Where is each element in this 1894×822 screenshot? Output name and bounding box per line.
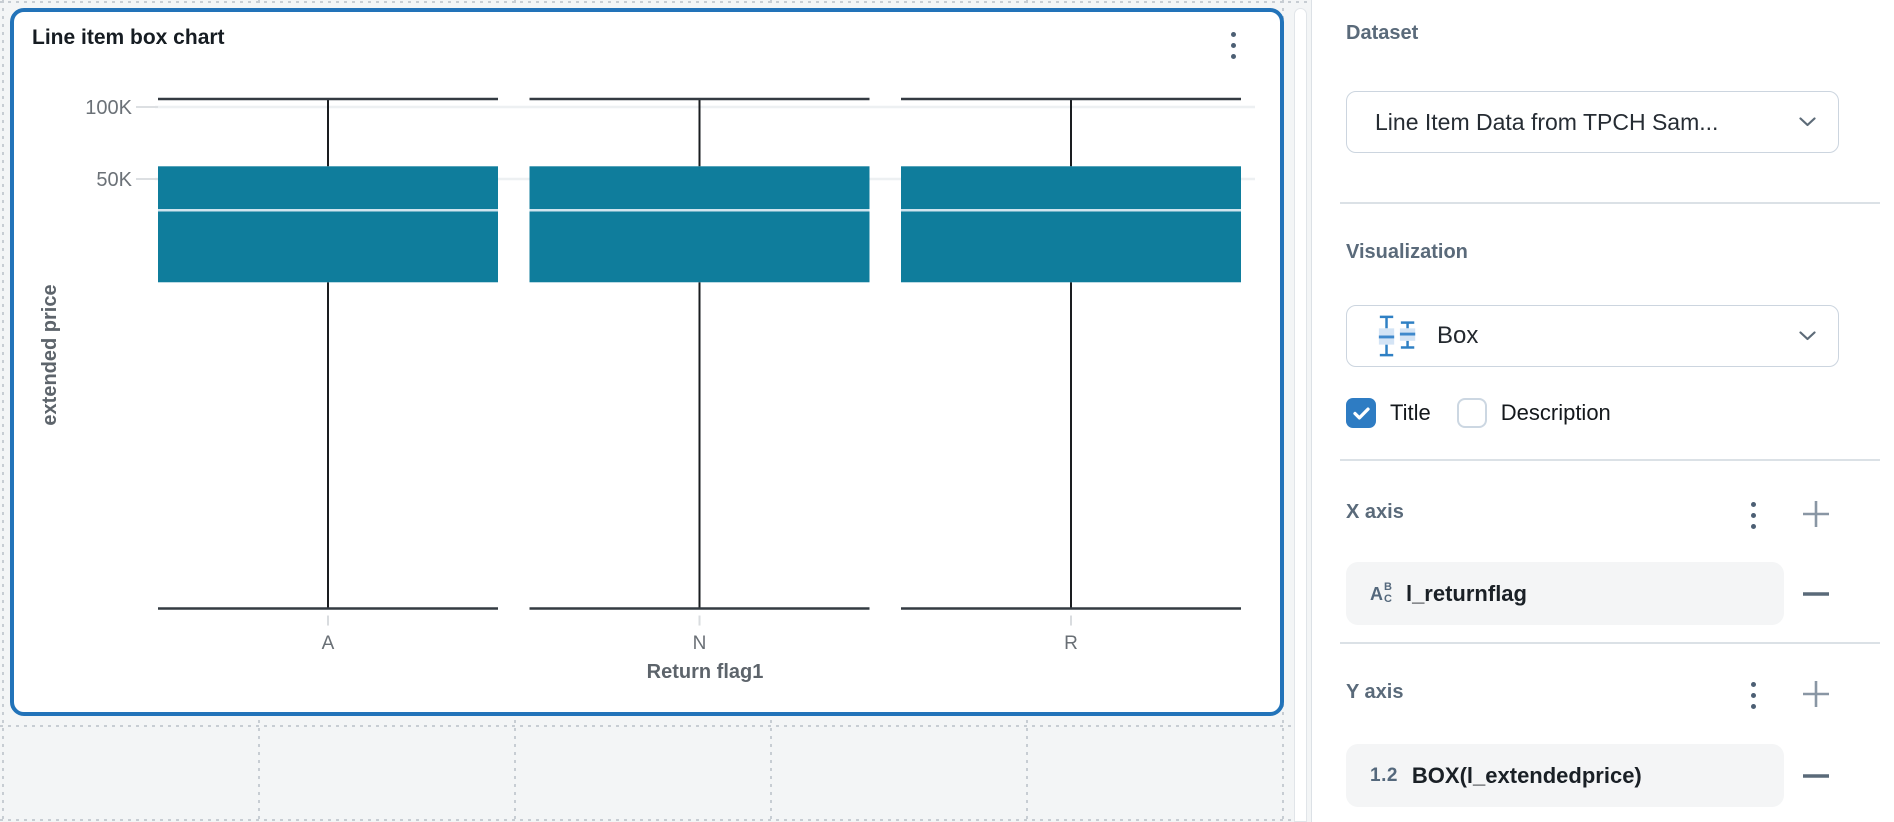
grid-dot-line xyxy=(0,1,1312,3)
y-axis-add-button[interactable] xyxy=(1800,678,1832,710)
check-icon xyxy=(1352,406,1370,420)
box-plot-R[interactable] xyxy=(901,97,1241,626)
y-axis-remove-button[interactable] xyxy=(1800,760,1832,792)
description-checkbox[interactable] xyxy=(1456,398,1487,428)
title-checkbox[interactable] xyxy=(1346,398,1376,428)
box-plot-A[interactable] xyxy=(158,97,498,626)
x-axis-header: X axis xyxy=(1312,498,1894,530)
plus-icon xyxy=(1803,681,1829,707)
section-divider xyxy=(1340,459,1880,461)
x-tick-label: A xyxy=(322,633,335,654)
x-axis-title: Return flag1 xyxy=(647,661,764,683)
dataset-label: Dataset xyxy=(1346,22,1419,44)
x-axis-add-button[interactable] xyxy=(1800,498,1832,530)
box-plot-icon xyxy=(1375,314,1421,358)
y-axis-field-chip[interactable]: 1.2 BOX(l_extendedprice) xyxy=(1346,744,1784,807)
description-checkbox-label: Description xyxy=(1500,400,1611,425)
x-tick-label: R xyxy=(1064,633,1078,654)
y-axis-header: Y axis xyxy=(1312,678,1894,710)
title-description-toggles: Title Description xyxy=(1346,398,1637,428)
grid-dot-line xyxy=(0,819,1312,821)
x-tick-label: N xyxy=(693,633,707,654)
panel-divider xyxy=(1311,0,1312,822)
visualization-select[interactable]: Box xyxy=(1346,305,1839,367)
minus-icon xyxy=(1803,592,1829,596)
visualization-label: Visualization xyxy=(1346,241,1468,263)
box-plot-N[interactable] xyxy=(529,97,870,626)
y-tick-label: 50K xyxy=(96,169,132,191)
settings-panel: Dataset Line Item Data from TPCH Sam... … xyxy=(1312,0,1894,822)
dataset-select-value: Line Item Data from TPCH Sam... xyxy=(1375,108,1719,135)
section-divider xyxy=(1340,642,1880,644)
visualization-select-value: Box xyxy=(1437,322,1479,349)
chevron-down-icon xyxy=(1799,117,1816,127)
x-axis-label: X axis xyxy=(1346,501,1404,523)
chevron-down-icon xyxy=(1799,331,1816,341)
minus-icon xyxy=(1803,774,1829,778)
y-tick-label: 100K xyxy=(85,97,132,119)
y-axis-field-name: BOX(l_extendedprice) xyxy=(1411,762,1642,788)
grid-dot-line xyxy=(0,725,1312,727)
plus-icon xyxy=(1803,501,1829,527)
y-axis-label: Y axis xyxy=(1346,681,1404,703)
chart-card[interactable]: 100K 50K A N R Return flag1 extended price Lin… xyxy=(10,8,1284,716)
grid-dot-line xyxy=(2,0,4,822)
title-checkbox-label: Title xyxy=(1390,400,1431,425)
chart-title: Line item box chart xyxy=(32,26,225,49)
section-divider xyxy=(1340,202,1880,204)
dataset-select[interactable]: Line Item Data from TPCH Sam... xyxy=(1346,91,1839,153)
y-axis-menu-kebab-icon[interactable] xyxy=(1742,678,1764,713)
y-axis-title: extended price xyxy=(39,284,61,425)
x-axis-menu-kebab-icon[interactable] xyxy=(1742,498,1764,533)
canvas-scrollbar[interactable] xyxy=(1294,8,1307,822)
card-menu-kebab-icon[interactable] xyxy=(1222,28,1244,63)
number-type-icon: 1.2 xyxy=(1370,764,1398,786)
box-chart[interactable]: 100K 50K A N R Return flag1 extended price xyxy=(10,8,1284,716)
x-axis-remove-button[interactable] xyxy=(1800,578,1832,610)
x-axis-field-name: l_returnflag xyxy=(1405,580,1527,606)
